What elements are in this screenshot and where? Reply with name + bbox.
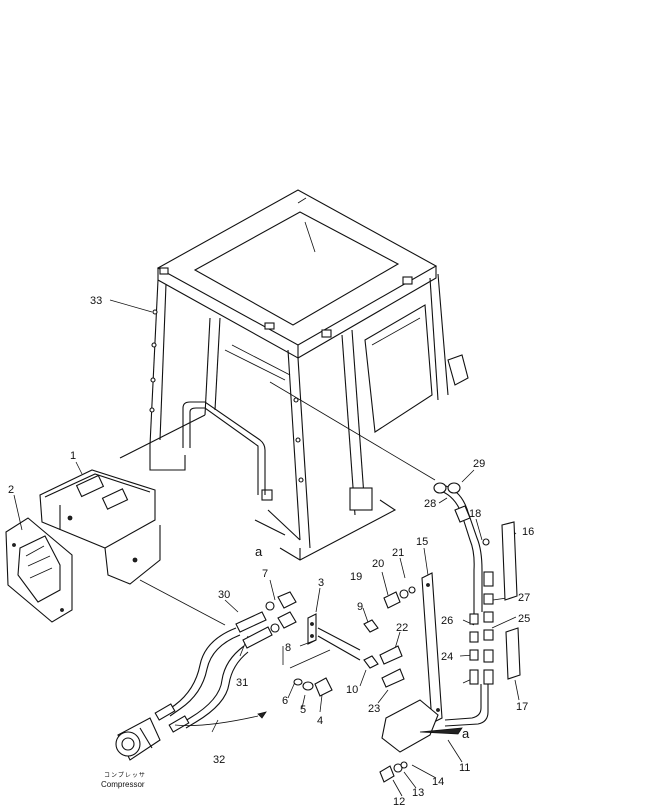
cab-frame: [119, 189, 469, 561]
part-labels: 1 2 3 4 5 6 7 8 9 10 11 12 13 14 15 16 1…: [8, 295, 534, 805]
label-part-16: 16: [522, 526, 534, 538]
label-part-23: 23: [368, 703, 380, 715]
label-part-32: 32: [213, 754, 225, 766]
label-part-17: 17: [516, 701, 528, 713]
label-part-3: 3: [318, 577, 324, 589]
right-pipe-assembly: [379, 482, 521, 783]
label-part-20: 20: [372, 558, 384, 570]
filter-plate: [5, 517, 73, 623]
label-part-12: 12: [393, 796, 405, 805]
label-part-30: 30: [218, 589, 230, 601]
label-part-5: 5: [300, 704, 306, 716]
label-part-24: 24: [441, 651, 453, 663]
label-part-27: 27: [518, 592, 530, 604]
label-part-28: 28: [424, 498, 436, 510]
label-part-29: 29: [473, 458, 485, 470]
ref-a-left: a: [255, 544, 263, 559]
label-part-8: 8: [285, 642, 291, 654]
label-part-9: 9: [357, 601, 363, 613]
label-part-6: 6: [282, 695, 288, 707]
label-part-26: 26: [441, 615, 453, 627]
label-part-11: 11: [459, 762, 470, 774]
label-part-7: 7: [262, 568, 268, 580]
label-part-4: 4: [317, 715, 323, 727]
label-part-2: 2: [8, 484, 14, 496]
label-part-31: 31: [236, 677, 248, 689]
compressor-caption-en: Compressor: [101, 780, 145, 789]
compressor-unit: [115, 717, 161, 761]
label-part-14: 14: [432, 776, 444, 788]
air-tube-cab: [182, 401, 266, 495]
label-part-15: 15: [416, 536, 428, 548]
label-part-13: 13: [412, 787, 424, 799]
label-part-33: 33: [90, 295, 102, 307]
label-part-18: 18: [469, 508, 481, 520]
label-part-19: 19: [350, 571, 362, 583]
compressor-hoses: [154, 627, 267, 733]
left-fittings: [235, 591, 405, 697]
label-part-21: 21: [392, 547, 404, 559]
label-part-22: 22: [396, 622, 408, 634]
label-part-25: 25: [518, 613, 530, 625]
compressor-caption-jp: コンプレッサ: [104, 772, 146, 779]
duct-assembly: [39, 469, 161, 585]
label-part-1: 1: [70, 450, 76, 462]
label-part-10: 10: [346, 684, 358, 696]
leader-lines: [13, 299, 520, 797]
ref-a-right: a: [462, 726, 470, 741]
